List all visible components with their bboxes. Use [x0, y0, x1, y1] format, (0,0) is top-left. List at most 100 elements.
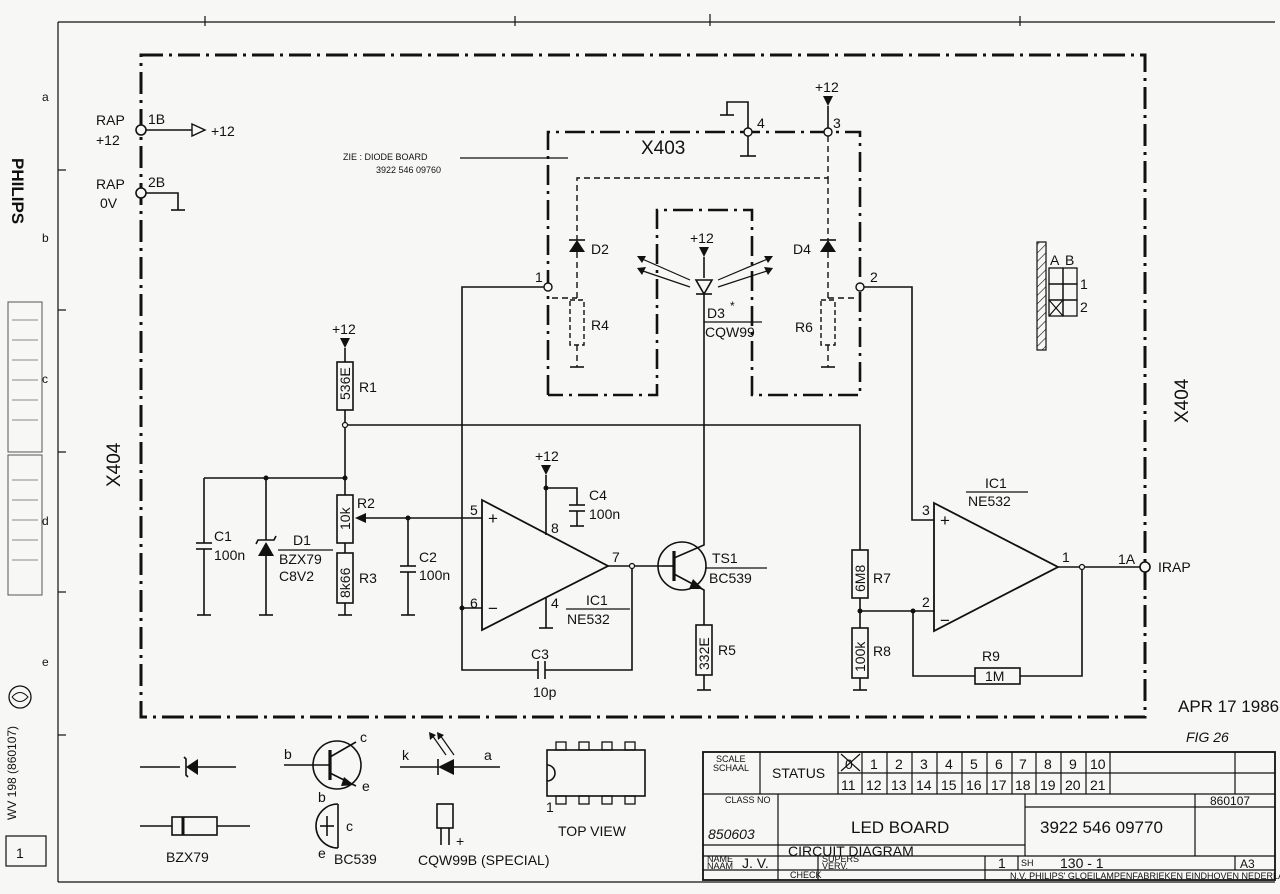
revision-stamps — [7, 301, 43, 596]
r7-value: 6M8 — [852, 565, 868, 592]
x404-label-left: X404 — [104, 442, 125, 487]
ic1a-opamp — [481, 498, 610, 632]
drawing-title: LED BOARD — [851, 818, 949, 837]
status-12: 12 — [866, 777, 882, 793]
board-outline — [139, 53, 1147, 719]
r1-value: 536E — [337, 367, 353, 400]
legend-cqw-k: k — [402, 747, 410, 763]
connector-rap-0v: RAP 0V 2B — [96, 174, 185, 211]
r8-ref: R8 — [873, 643, 891, 659]
r3-value: 8k66 — [337, 567, 353, 598]
connector-irap: 1A IRAP — [1118, 551, 1191, 575]
rap12-pin: 1B — [148, 111, 165, 127]
grid-row-1: 1 — [1080, 276, 1088, 292]
philips-emblem-icon — [8, 685, 32, 709]
d1-value1: BZX79 — [279, 551, 322, 567]
rap12-supply: +12 — [211, 123, 235, 139]
ic1b-minus: − — [940, 611, 950, 630]
row-label-a: a — [42, 90, 49, 104]
drawing-subtitle: CIRCUIT DIAGRAM — [788, 843, 914, 859]
status-1: 1 — [870, 756, 878, 772]
name-label-2: NAAM — [707, 861, 733, 871]
status-11: 11 — [841, 777, 856, 793]
drawing-sub-number: 130 - 1 — [1060, 855, 1104, 871]
x403-pin3: 3 — [833, 115, 841, 131]
r2-value: 10k — [337, 506, 353, 530]
diode-board-note1: ZIE : DIODE BOARD — [343, 152, 428, 162]
status-10: 10 — [1090, 756, 1106, 772]
r7-ref: R7 — [873, 570, 891, 586]
row-label-e: e — [42, 655, 49, 669]
scale-label-2: SCHAAL — [713, 763, 749, 773]
legend: BZX79 b c e b c e BC539 k a + CQW9 — [140, 729, 646, 868]
title-block: SCALE SCHAAL STATUS 0 1 2 3 4 5 6 7 8 9 … — [702, 751, 1280, 881]
legend-bc539-b: b — [284, 746, 292, 762]
drawing-number: 3922 546 09770 — [1040, 818, 1163, 837]
x403-pin4: 4 — [757, 115, 765, 131]
d3-supply: +12 — [690, 230, 714, 246]
x403-diode-board: X403 ZIE : DIODE BOARD 3922 546 09760 4 … — [343, 79, 878, 430]
r6-ref: R6 — [795, 319, 813, 335]
c2-value: 100n — [419, 567, 450, 583]
figure-number: FIG 26 — [1186, 729, 1229, 745]
row-label-b: b — [42, 231, 49, 245]
supers-label-1: SUPERS — [822, 854, 859, 864]
left-margin: a b c d e PHILIPS WV 198 (860107) 1 — [5, 90, 49, 867]
status-9: 9 — [1069, 756, 1077, 772]
c4-value: 100n — [589, 506, 620, 522]
irap-pin: 1A — [1118, 551, 1136, 567]
c3-value: 10p — [533, 684, 557, 700]
ts1-ref: TS1 — [712, 550, 738, 566]
r4-ref: R4 — [591, 317, 609, 333]
connector-rap-12: RAP +12 1B +12 — [96, 111, 235, 148]
ic1a-pin5: 5 — [470, 502, 478, 518]
r5-value: 332E — [696, 637, 712, 670]
status-18: 18 — [1015, 777, 1031, 793]
ic1a-plus: + — [488, 509, 498, 528]
rap12-text2: +12 — [96, 132, 120, 148]
class-no-label: CLASS NO — [725, 795, 771, 805]
r9-ref: R9 — [982, 648, 1000, 664]
legend-bzx79: BZX79 — [166, 849, 209, 865]
supply-r1: +12 — [332, 321, 356, 337]
ic1b-opamp — [933, 501, 1060, 633]
c2-ref: C2 — [419, 549, 437, 565]
paper-size: A3 — [1240, 857, 1255, 871]
grid-row-2: 2 — [1080, 299, 1088, 315]
main-wiring: +12 536E R1 C1 100n D1 BZX79 C8V2 10k — [196, 286, 1140, 700]
ic1a-pin8: 8 — [551, 520, 559, 536]
scale-label-1: SCALE — [716, 754, 746, 764]
form-number: 860107 — [1210, 794, 1250, 808]
ic1b-pin3: 3 — [922, 502, 930, 518]
x403-label: X403 — [641, 138, 685, 159]
handwritten-number: 850603 — [708, 826, 755, 842]
d1-ref: D1 — [293, 532, 311, 548]
form-code: WV 198 (860107) — [5, 726, 19, 820]
status-3: 3 — [920, 756, 928, 772]
ic1a-pin7: 7 — [612, 549, 620, 565]
grid-col-a: A — [1050, 252, 1060, 268]
legend-bc539-c2: c — [346, 818, 353, 834]
name-label-1: NAME — [707, 854, 733, 864]
status-16: 16 — [966, 777, 982, 793]
box-number: 1 — [16, 845, 24, 861]
status-15: 15 — [941, 777, 957, 793]
status-label: STATUS — [772, 765, 825, 781]
supers-label-2: VERV. — [822, 861, 848, 871]
status-2: 2 — [895, 756, 903, 772]
r2-ref: R2 — [357, 495, 375, 511]
rap0v-text2: 0V — [100, 195, 118, 211]
legend-bc539: BC539 — [334, 851, 377, 867]
company-name: N.V. PHILIPS' GLOEILAMPENFABRIEKEN EINDH… — [1010, 871, 1280, 881]
status-grid — [840, 752, 1087, 794]
r1-ref: R1 — [359, 379, 377, 395]
x404-label-right: X404 — [1172, 378, 1193, 423]
grid-col-b: B — [1065, 252, 1074, 268]
legend-top-view: TOP VIEW — [558, 823, 627, 839]
legend-cqw99b: CQW99B (SPECIAL) — [418, 852, 549, 868]
d2-led: D2 R4 — [552, 239, 609, 368]
brand-label: PHILIPS — [8, 158, 27, 224]
d2-ref: D2 — [591, 241, 609, 257]
supply-c4: +12 — [535, 448, 559, 464]
